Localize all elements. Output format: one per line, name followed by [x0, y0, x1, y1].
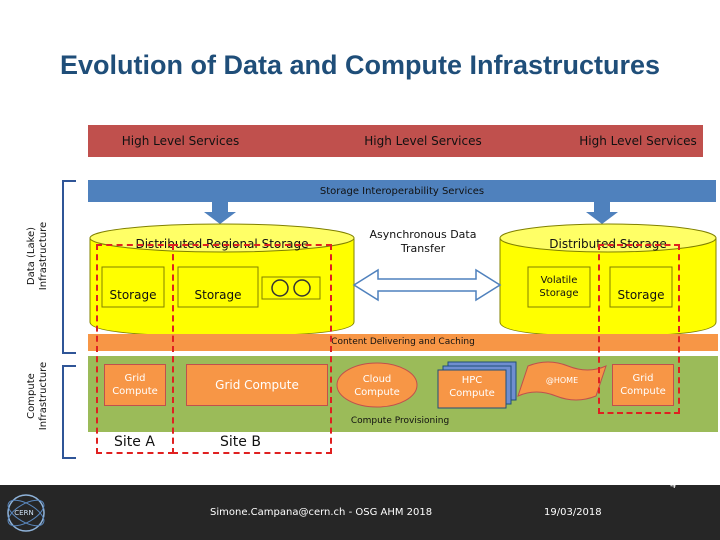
storage-box-2	[177, 266, 259, 308]
storage-interop-bar: Storage Interoperability Services	[88, 180, 716, 202]
site-a-box	[96, 244, 174, 454]
site-a-label: Site A	[114, 434, 155, 450]
data-lake-bracket	[62, 180, 76, 354]
footer-bar	[0, 485, 720, 540]
volatile-storage-label: Volatile Storage	[539, 275, 579, 299]
grid-compute-box-a: Grid Compute	[104, 364, 166, 406]
cloud-compute-shape	[336, 362, 418, 408]
home-banner	[517, 361, 607, 401]
link-ring-icon	[293, 279, 311, 297]
high-level-services-1: High Level Services	[88, 125, 273, 157]
volatile-storage-box	[527, 266, 591, 308]
footer-author: Simone.Campana@cern.ch - OSG AHM 2018	[210, 507, 433, 518]
high-level-services-2: High Level Services	[273, 125, 573, 157]
site-b-box	[172, 244, 332, 454]
storage-label-right: Storage	[617, 288, 665, 302]
left-down-arrow-icon	[204, 202, 236, 224]
footer-date: 19/03/2018	[544, 507, 602, 518]
grid-compute-box-c: Grid Compute	[612, 364, 674, 406]
cern-logo-text: CERN	[14, 509, 34, 517]
async-transfer-label: Asynchronous Data Transfer	[369, 228, 477, 255]
link-ring-icon	[271, 279, 289, 297]
remote-site-box	[598, 244, 680, 414]
compute-provisioning-label: Compute Provisioning	[350, 416, 450, 426]
page-number: 4	[670, 480, 677, 491]
page-title: Evolution of Data and Compute Infrastruc…	[59, 50, 661, 80]
content-delivering-label: Content Delivering and Caching	[331, 337, 475, 347]
storage-box-right	[609, 266, 673, 308]
storage-label-1: Storage	[109, 288, 157, 302]
hpc-compute-label: HPC Compute	[449, 375, 495, 399]
storage-box-1	[101, 266, 165, 308]
high-level-services-3: High Level Services	[573, 125, 703, 157]
cern-logo-icon	[7, 494, 45, 532]
storage-label-2: Storage	[194, 288, 242, 302]
content-delivering-bar	[88, 334, 718, 351]
link-box	[261, 276, 321, 300]
site-b-label: Site B	[220, 434, 261, 450]
cloud-compute-label: Cloud Compute	[354, 374, 400, 398]
async-transfer-arrow-icon	[352, 268, 502, 302]
right-down-arrow-icon	[586, 202, 618, 224]
compute-bracket	[62, 365, 76, 459]
hpc-stack-front	[437, 369, 507, 409]
grid-compute-box-b: Grid Compute	[186, 364, 328, 406]
home-label: @HOME	[545, 376, 579, 385]
